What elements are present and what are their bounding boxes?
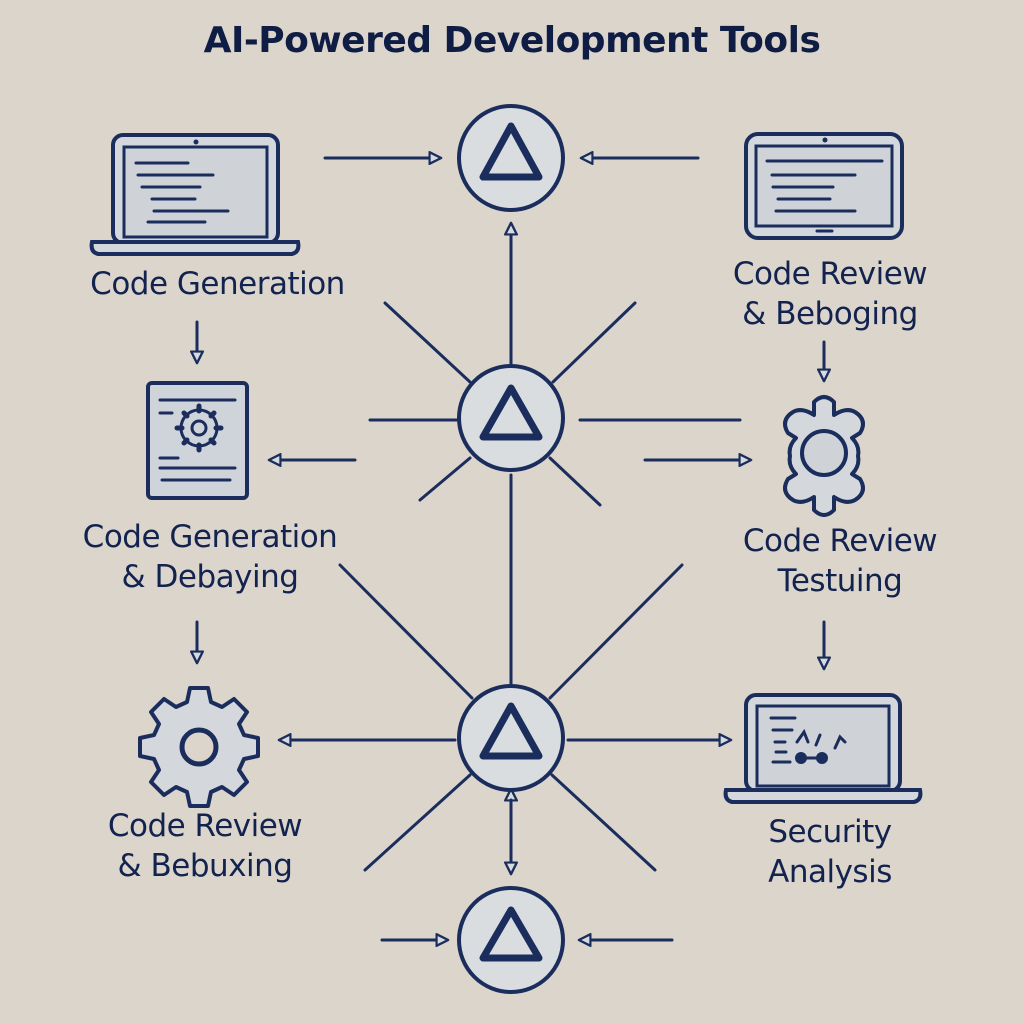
hub-upper-center[interactable] <box>457 364 565 472</box>
triangle-icon <box>479 122 543 181</box>
node-label-left-top: Code Generation <box>40 264 395 304</box>
triangle-icon <box>479 384 543 441</box>
label-line: Code Generation <box>82 519 338 555</box>
hub-bottom[interactable] <box>457 886 565 994</box>
hub-top[interactable] <box>457 104 565 212</box>
upper-hub-spokes <box>267 301 753 692</box>
document-gear-icon <box>146 381 249 500</box>
laptop-icon <box>89 133 301 256</box>
side-flow-arrows <box>190 320 831 671</box>
label-line: & Debaying <box>121 559 299 595</box>
label-line: Testuing <box>777 563 903 599</box>
label-line: & Bebuxing <box>117 848 293 884</box>
puzzle-gear-icon <box>782 395 866 517</box>
diagram-title: AI-Powered Development Tools <box>203 20 821 61</box>
hub-lower-center[interactable] <box>457 684 565 792</box>
triangle-icon <box>479 906 543 962</box>
node-label-left-mid: Code Generation & Debaying <box>40 517 380 597</box>
tablet-icon <box>744 132 904 240</box>
node-label-right-top: Code Review & Beboging <box>690 254 970 334</box>
triangle-icon <box>479 702 543 760</box>
node-label-right-bottom: Security Analysis <box>700 812 960 892</box>
label-line: Code Generation <box>90 266 345 302</box>
label-line: Code Review <box>742 523 938 559</box>
node-label-left-bottom: Code Review & Bebuxing <box>55 806 355 886</box>
node-label-right-mid: Code Review Testuing <box>700 521 980 601</box>
label-line: Code Review <box>107 808 303 844</box>
label-line: Security <box>768 814 892 850</box>
lower-hub-spokes <box>277 563 733 876</box>
label-line: & Beboging <box>742 296 918 332</box>
top-hub-arrows <box>323 151 700 367</box>
gear-icon <box>138 686 260 808</box>
label-line: Analysis <box>768 854 892 890</box>
label-line: Code Review <box>732 256 928 292</box>
laptop-analysis-icon <box>723 693 923 804</box>
